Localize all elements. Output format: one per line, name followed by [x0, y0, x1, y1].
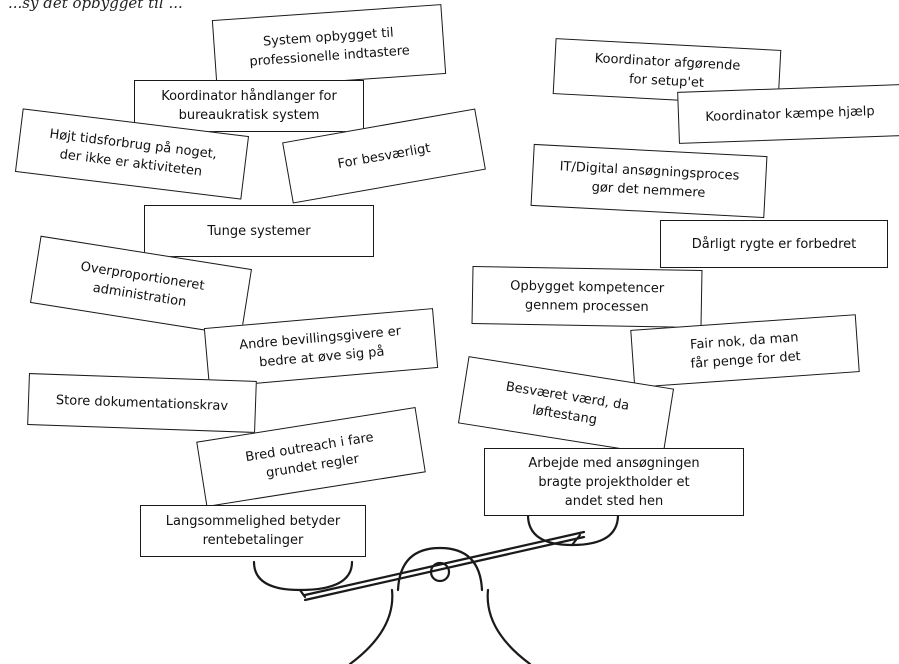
right-card-8: Arbejde med ansøgningen bragte projektho…: [484, 448, 744, 516]
left-pan-hanger: [298, 588, 307, 599]
scale-post: [396, 546, 484, 592]
scale-beam-lower: [303, 535, 586, 602]
scale-pivot: [429, 561, 451, 583]
left-card-10: Langsommelighed betyder rentebetalinger: [140, 505, 366, 557]
right-card-2: Koordinator kæmpe hjælp: [677, 84, 899, 144]
left-card-2: Koordinator håndlanger for bureaukratisk…: [134, 80, 364, 132]
right-card-4: Dårligt rygte er forbedret: [660, 220, 888, 268]
top-caption: ...sy det opbygget til ...: [8, 0, 183, 12]
scale-base: [348, 588, 532, 664]
right-card-3: IT/Digital ansøgningsproces gør det nemm…: [530, 143, 768, 219]
right-card-5: Opbygget kompetencer gennem processen: [471, 265, 703, 329]
left-pan: [252, 560, 354, 592]
right-pan-hanger: [570, 533, 582, 547]
left-card-5: Tunge systemer: [144, 205, 374, 257]
left-card-8: Store dokumentationskrav: [27, 373, 257, 433]
